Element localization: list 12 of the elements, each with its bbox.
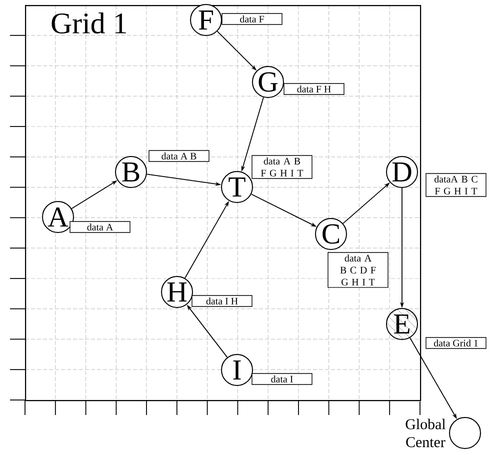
data-box: dataA B C F G H I T — [426, 173, 486, 197]
data-box: data F — [222, 13, 282, 25]
data-box: data I H — [192, 295, 252, 307]
data-box: data A — [70, 221, 130, 233]
data-box: data A B — [148, 150, 210, 162]
data-box: data Grid 1 — [426, 337, 486, 349]
data-box: data I — [252, 373, 312, 385]
node-label: E — [394, 314, 410, 334]
data-box: data F H — [284, 83, 344, 95]
node-label: Global Center — [406, 418, 446, 448]
data-box: data A B F G H I T — [252, 155, 312, 179]
data-box: data A B C D F G H I T — [328, 252, 388, 288]
